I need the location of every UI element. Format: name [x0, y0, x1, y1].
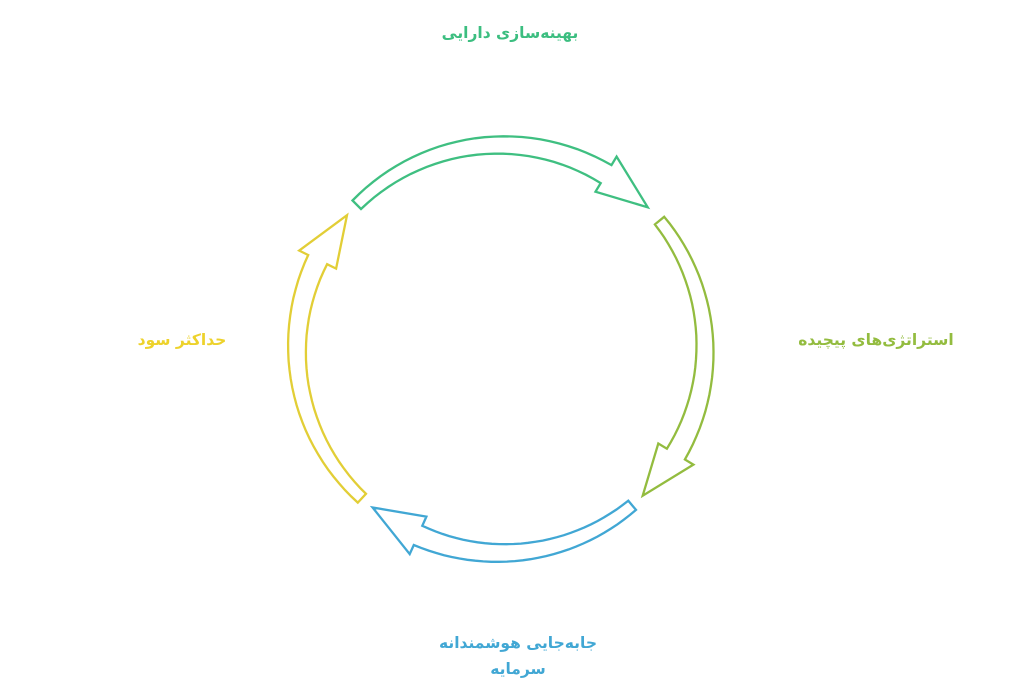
node-label-maximum-profit: حداکثر سود: [137, 331, 227, 349]
node-label-line-2: سرمایه: [490, 660, 546, 678]
node-label-line-1: جابه‌جایی هوشمندانه: [438, 634, 597, 652]
node-label-smart-capital-reallocation: جابه‌جایی هوشمندانه سرمایه: [428, 630, 608, 682]
cycle-arrow-top: [350, 135, 651, 211]
cycle-arrow-left: [286, 212, 368, 505]
cycle-arrow-right: [640, 215, 715, 499]
node-label-asset-optimization: بهینه‌سازی دارایی: [441, 24, 579, 42]
cycle-arrow-bottom: [369, 499, 638, 563]
node-label-complex-strategies: استراتژی‌های پیچیده: [798, 331, 954, 349]
